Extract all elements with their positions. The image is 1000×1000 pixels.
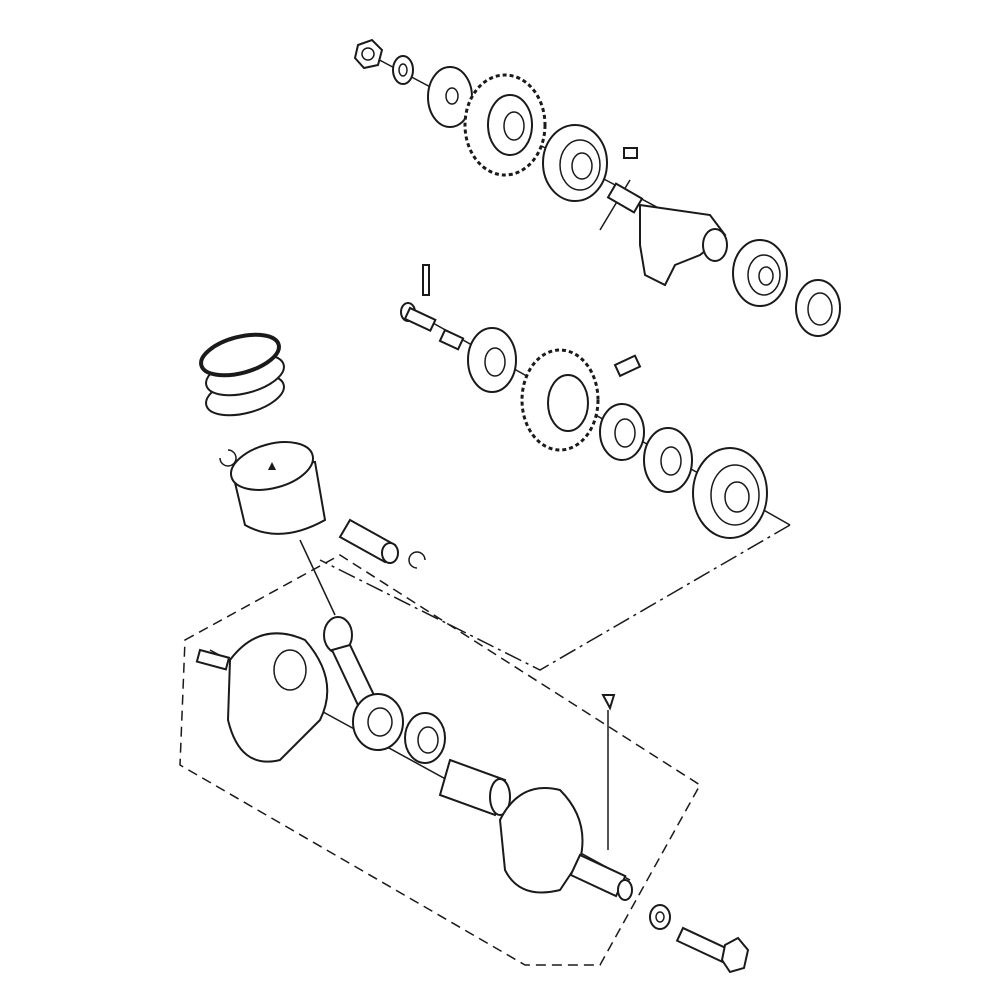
bearing[interactable] <box>542 124 608 202</box>
damper-plate-2[interactable] <box>643 427 693 493</box>
key[interactable] <box>623 147 638 159</box>
washer-2[interactable] <box>649 904 671 930</box>
needle-bearing[interactable] <box>795 279 841 337</box>
piston-rings[interactable] <box>197 327 289 422</box>
crankshaft-assembly-outline <box>179 554 701 966</box>
bolt-2[interactable] <box>675 926 750 974</box>
needle-bearing-2[interactable] <box>404 712 446 764</box>
cam-gear[interactable] <box>463 73 547 177</box>
crank-pin[interactable] <box>438 758 511 817</box>
pin[interactable] <box>422 264 430 296</box>
bearing-2[interactable] <box>732 239 788 307</box>
bearing-3[interactable] <box>692 447 768 539</box>
piston-pin[interactable] <box>338 518 399 564</box>
connecting-rod[interactable] <box>323 616 404 751</box>
lock-washer[interactable] <box>392 55 414 85</box>
damper-plate[interactable] <box>467 327 517 393</box>
woodruff-key[interactable] <box>601 694 616 711</box>
nut[interactable] <box>353 38 384 70</box>
balancer-gear[interactable] <box>520 348 600 452</box>
piston[interactable] <box>226 434 327 535</box>
spring-2[interactable] <box>613 354 642 378</box>
crank-half-left[interactable] <box>195 632 329 763</box>
balancer-shaft[interactable] <box>606 182 728 287</box>
damper-holder[interactable] <box>599 403 645 461</box>
crank-half-right[interactable] <box>498 787 633 901</box>
circlip-2[interactable] <box>408 551 426 569</box>
bolt[interactable] <box>400 302 437 333</box>
spring[interactable] <box>438 328 465 351</box>
